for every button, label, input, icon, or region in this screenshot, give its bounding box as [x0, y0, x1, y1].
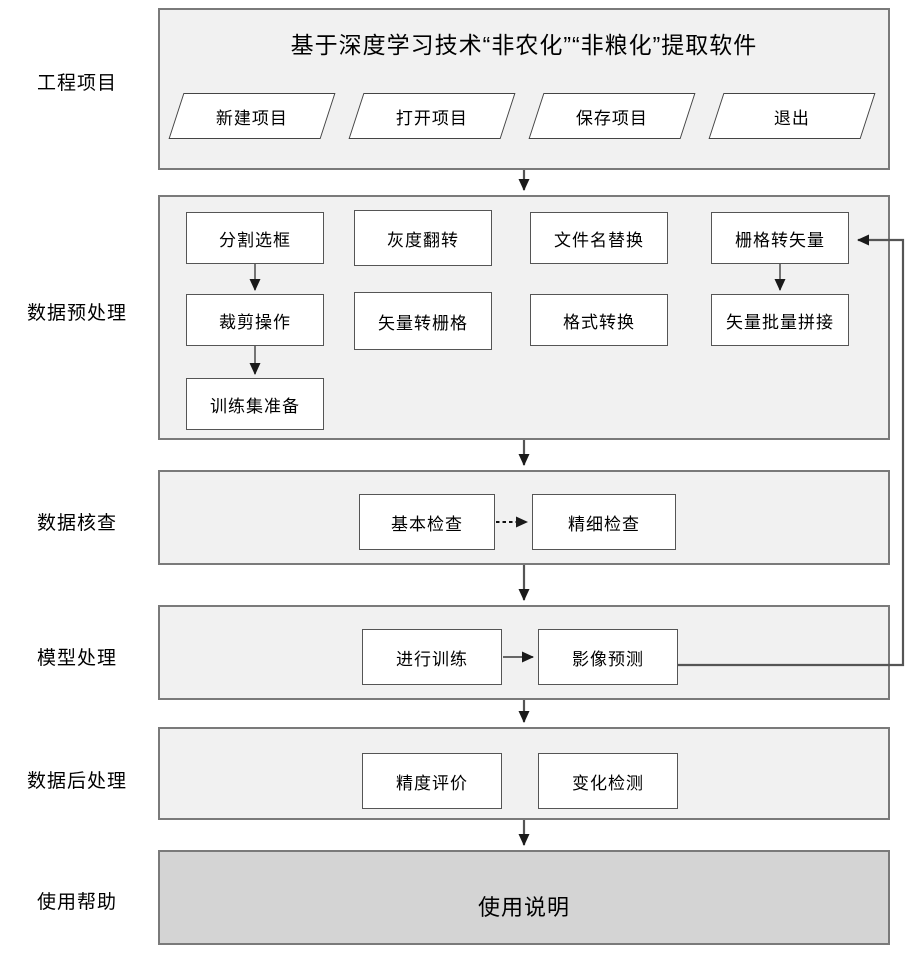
- node-training-set-preparation[interactable]: 训练集准备: [186, 378, 324, 430]
- node-vector-batch-merge[interactable]: 矢量批量拼接: [711, 294, 849, 346]
- panel-check: [158, 470, 890, 565]
- node-raster-to-vector[interactable]: 栅格转矢量: [711, 212, 849, 264]
- node-label: 精细检查: [568, 514, 640, 534]
- exit-label: 退出: [774, 108, 810, 128]
- panel-postprocess: [158, 727, 890, 820]
- node-label: 变化检测: [572, 773, 644, 793]
- node-label: 训练集准备: [210, 396, 300, 416]
- stage-label-model: 模型处理: [36, 648, 117, 669]
- node-label: 基本检查: [391, 514, 463, 534]
- node-label: 栅格转矢量: [735, 230, 825, 250]
- node-vector-to-raster[interactable]: 矢量转栅格: [354, 292, 492, 350]
- node-crop-operation[interactable]: 裁剪操作: [186, 294, 324, 346]
- help-instructions-label: 使用说明: [477, 895, 570, 920]
- node-segmentation-box[interactable]: 分割选框: [186, 212, 324, 264]
- node-image-prediction[interactable]: 影像预测: [538, 629, 678, 685]
- panel-project: 基于深度学习技术“非农化”“非粮化”提取软件: [158, 8, 890, 170]
- stage-label-postprocess: 数据后处理: [26, 771, 127, 792]
- save-project-button[interactable]: 保存项目: [528, 93, 696, 139]
- node-basic-check[interactable]: 基本检查: [359, 494, 495, 550]
- exit-button[interactable]: 退出: [708, 93, 876, 139]
- stage-label-help: 使用帮助: [36, 892, 117, 913]
- stage-label-preprocess: 数据预处理: [26, 303, 127, 324]
- node-accuracy-evaluation[interactable]: 精度评价: [362, 753, 502, 809]
- node-grayscale-invert[interactable]: 灰度翻转: [354, 210, 492, 266]
- panel-help[interactable]: 使用说明: [158, 850, 890, 945]
- node-label: 矢量批量拼接: [726, 312, 834, 332]
- node-label: 分割选框: [219, 230, 291, 250]
- panel-model: [158, 605, 890, 700]
- node-run-training[interactable]: 进行训练: [362, 629, 502, 685]
- node-detailed-check[interactable]: 精细检查: [532, 494, 676, 550]
- new-project-button[interactable]: 新建项目: [168, 93, 336, 139]
- node-label: 矢量转栅格: [378, 313, 468, 333]
- node-label: 裁剪操作: [219, 312, 291, 332]
- node-change-detection[interactable]: 变化检测: [538, 753, 678, 809]
- node-label: 进行训练: [396, 649, 468, 669]
- node-label: 影像预测: [572, 649, 644, 669]
- node-filename-replace[interactable]: 文件名替换: [530, 212, 668, 264]
- save-project-label: 保存项目: [576, 108, 648, 128]
- node-label: 精度评价: [396, 773, 468, 793]
- node-label: 文件名替换: [554, 230, 644, 250]
- open-project-label: 打开项目: [396, 108, 468, 128]
- node-label: 格式转换: [563, 312, 635, 332]
- app-title: 基于深度学习技术“非农化”“非粮化”提取软件: [290, 32, 758, 58]
- open-project-button[interactable]: 打开项目: [348, 93, 516, 139]
- node-format-convert[interactable]: 格式转换: [530, 294, 668, 346]
- stage-label-check: 数据核查: [36, 513, 117, 534]
- node-label: 灰度翻转: [387, 230, 459, 250]
- new-project-label: 新建项目: [216, 108, 288, 128]
- stage-label-project: 工程项目: [36, 73, 117, 94]
